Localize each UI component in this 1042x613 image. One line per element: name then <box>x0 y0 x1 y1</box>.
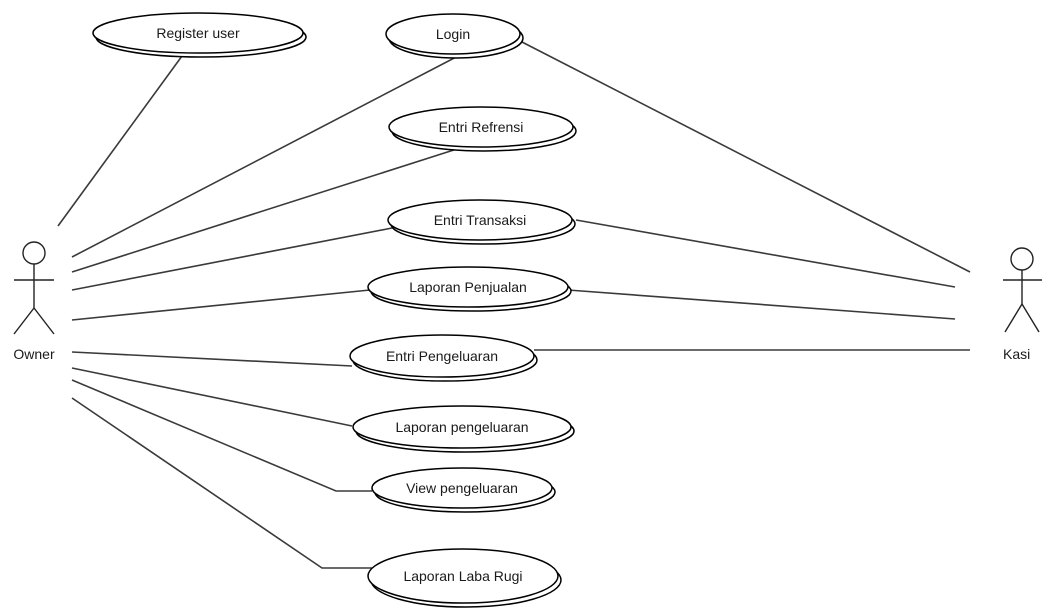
associations <box>57 41 971 569</box>
assoc-owner-transaksi <box>71 227 393 291</box>
assoc-owner-view-pengeluaran <box>71 379 372 492</box>
use-case-label: Login <box>436 26 470 42</box>
actor-kasir[interactable]: Kasi <box>1003 247 1042 362</box>
actor-label: Kasi <box>1003 346 1030 362</box>
use-case-label: Laporan Laba Rugi <box>403 568 522 584</box>
use-case-login[interactable]: Login <box>385 13 524 59</box>
actor-label: Owner <box>13 346 55 362</box>
use-case-laporan-penjualan[interactable]: Laporan Penjualan <box>367 266 572 312</box>
use-case-label: Entri Refrensi <box>439 119 524 135</box>
use-case-entri-pengeluaran[interactable]: Entri Pengeluaran <box>349 334 538 382</box>
use-case-label: Laporan Penjualan <box>409 279 527 295</box>
use-case-label: Entri Transaksi <box>434 212 527 228</box>
assoc-owner-laba-rugi <box>71 397 372 569</box>
stick-figure-icon <box>13 241 55 335</box>
use-case-label: Laporan pengeluaran <box>395 419 528 435</box>
assoc-kasir-login <box>521 41 971 273</box>
assoc-owner-lap-pengeluaran <box>71 367 353 427</box>
use-case-entri-transaksi[interactable]: Entri Transaksi <box>387 199 576 245</box>
stick-figure-icon <box>1003 247 1042 333</box>
assoc-owner-pengeluaran <box>71 351 353 367</box>
assoc-kasir-transaksi <box>575 219 956 288</box>
use-case-register-user[interactable]: Register user <box>92 12 307 58</box>
use-case-label: View pengeluaran <box>406 480 518 496</box>
assoc-owner-penjualan <box>71 289 371 321</box>
use-case-label: Register user <box>156 25 240 41</box>
assoc-owner-login <box>71 54 461 258</box>
use-case-label: Entri Pengeluaran <box>386 348 498 364</box>
use-case-entri-refrensi[interactable]: Entri Refrensi <box>388 106 577 152</box>
use-case-laporan-laba-rugi[interactable]: Laporan Laba Rugi <box>367 548 562 608</box>
assoc-owner-register <box>57 55 183 227</box>
use-case-laporan-pengeluaran[interactable]: Laporan pengeluaran <box>352 405 575 453</box>
use-case-view-pengeluaran[interactable]: View pengeluaran <box>371 467 556 513</box>
assoc-kasir-penjualan <box>567 289 956 320</box>
actor-owner[interactable]: Owner <box>13 241 55 362</box>
assoc-owner-refrensi <box>71 147 461 273</box>
